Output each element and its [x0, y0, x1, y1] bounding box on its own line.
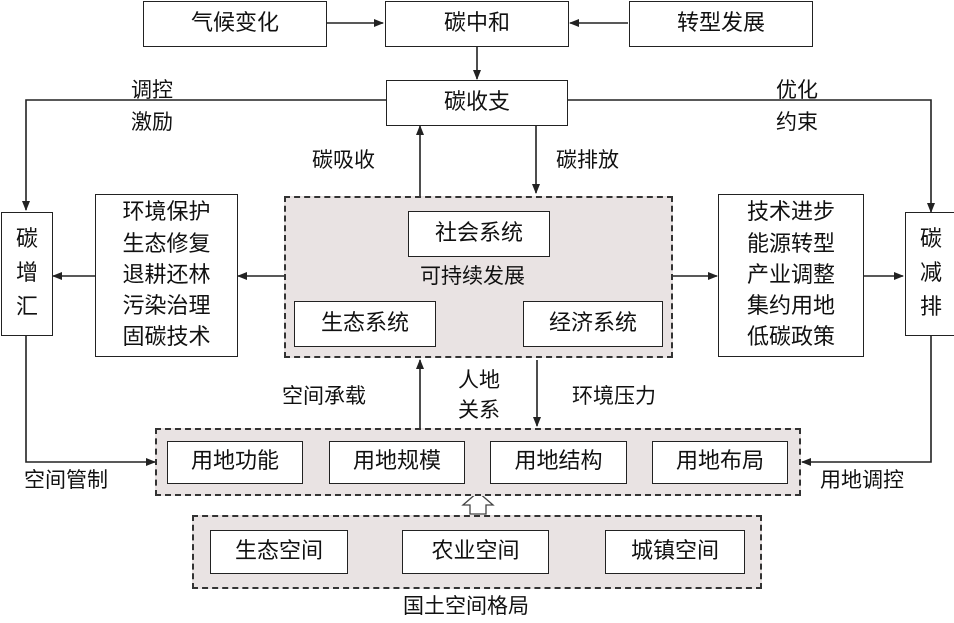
measure-returning-farmland: 退耕还林	[122, 262, 211, 288]
space-carrying-label: 空间承载	[282, 384, 366, 408]
regulate-label: 调控	[131, 78, 173, 102]
land-control-label: 用地调控	[820, 468, 904, 492]
ecological-system-label: 生态系统	[320, 310, 409, 336]
land-structure-label: 用地结构	[514, 449, 603, 475]
territorial-pattern-label: 国土空间格局	[403, 594, 529, 618]
carbon-budget-box: 碳收支	[386, 80, 568, 126]
measure-environment-protection: 环境保护	[122, 200, 211, 226]
land-scale-label: 用地规模	[352, 449, 441, 475]
land-function-label: 用地功能	[190, 449, 279, 475]
reduce-char-1: 碳	[919, 226, 942, 252]
carbon-neutrality-label: 碳中和	[443, 10, 510, 36]
constrain-label: 约束	[776, 110, 818, 134]
social-system-box: 社会系统	[408, 211, 550, 257]
env-pressure-label: 环境压力	[572, 384, 656, 408]
land-layout-label: 用地布局	[675, 449, 764, 475]
human-land-label-2: 关系	[458, 398, 500, 422]
carbon-reduction-box: 碳 减 排	[905, 212, 954, 336]
reduce-char-3: 排	[919, 295, 942, 321]
urban-space-box: 城镇空间	[605, 530, 745, 574]
sustainable-development-label: 可持续发展	[420, 264, 525, 288]
ecological-space-label: 生态空间	[234, 538, 323, 564]
measure-energy-transition: 能源转型	[746, 231, 835, 257]
agricultural-space-label: 农业空间	[431, 538, 520, 564]
social-system-label: 社会系统	[434, 220, 523, 246]
reduction-measures-box: 技术进步 能源转型 产业调整 集约用地 低碳政策	[718, 194, 864, 357]
carbon-neutrality-box: 碳中和	[385, 1, 569, 47]
land-structure-box: 用地结构	[490, 441, 627, 484]
optimize-label: 优化	[776, 78, 818, 102]
measure-ecological-restoration: 生态修复	[122, 231, 211, 257]
carbon-absorb-label: 碳吸收	[312, 148, 375, 172]
agricultural-space-box: 农业空间	[402, 530, 549, 574]
economic-system-label: 经济系统	[548, 310, 637, 336]
sink-char-1: 碳	[15, 226, 38, 252]
sink-char-2: 增	[15, 260, 38, 286]
measure-pollution-control: 污染治理	[122, 294, 211, 320]
ecological-system-box: 生态系统	[294, 301, 436, 347]
measure-low-carbon-policy: 低碳政策	[746, 325, 835, 351]
land-function-box: 用地功能	[167, 441, 303, 484]
land-scale-box: 用地规模	[329, 441, 465, 484]
human-land-label-1: 人地	[458, 368, 500, 392]
space-control-label: 空间管制	[24, 468, 108, 492]
economic-system-box: 经济系统	[523, 301, 663, 347]
carbon-budget-label: 碳收支	[443, 89, 510, 115]
land-layout-box: 用地布局	[652, 441, 788, 484]
transition-label: 转型发展	[676, 10, 765, 36]
climate-change-label: 气候变化	[190, 10, 279, 36]
measure-technology-progress: 技术进步	[746, 200, 835, 226]
climate-change-box: 气候变化	[143, 1, 327, 47]
urban-space-label: 城镇空间	[630, 538, 719, 564]
measure-intensive-land-use: 集约用地	[746, 294, 835, 320]
transition-box: 转型发展	[629, 1, 813, 47]
sink-char-3: 汇	[15, 295, 38, 321]
measure-industry-adjustment: 产业调整	[746, 262, 835, 288]
sink-measures-box: 环境保护 生态修复 退耕还林 污染治理 固碳技术	[95, 194, 238, 357]
carbon-emit-label: 碳排放	[556, 148, 619, 172]
carbon-sink-box: 碳 增 汇	[1, 212, 53, 336]
ecological-space-box: 生态空间	[210, 530, 348, 574]
measure-carbon-fixation: 固碳技术	[122, 325, 211, 351]
reduce-char-2: 减	[919, 260, 942, 286]
incentive-label: 激励	[131, 110, 173, 134]
